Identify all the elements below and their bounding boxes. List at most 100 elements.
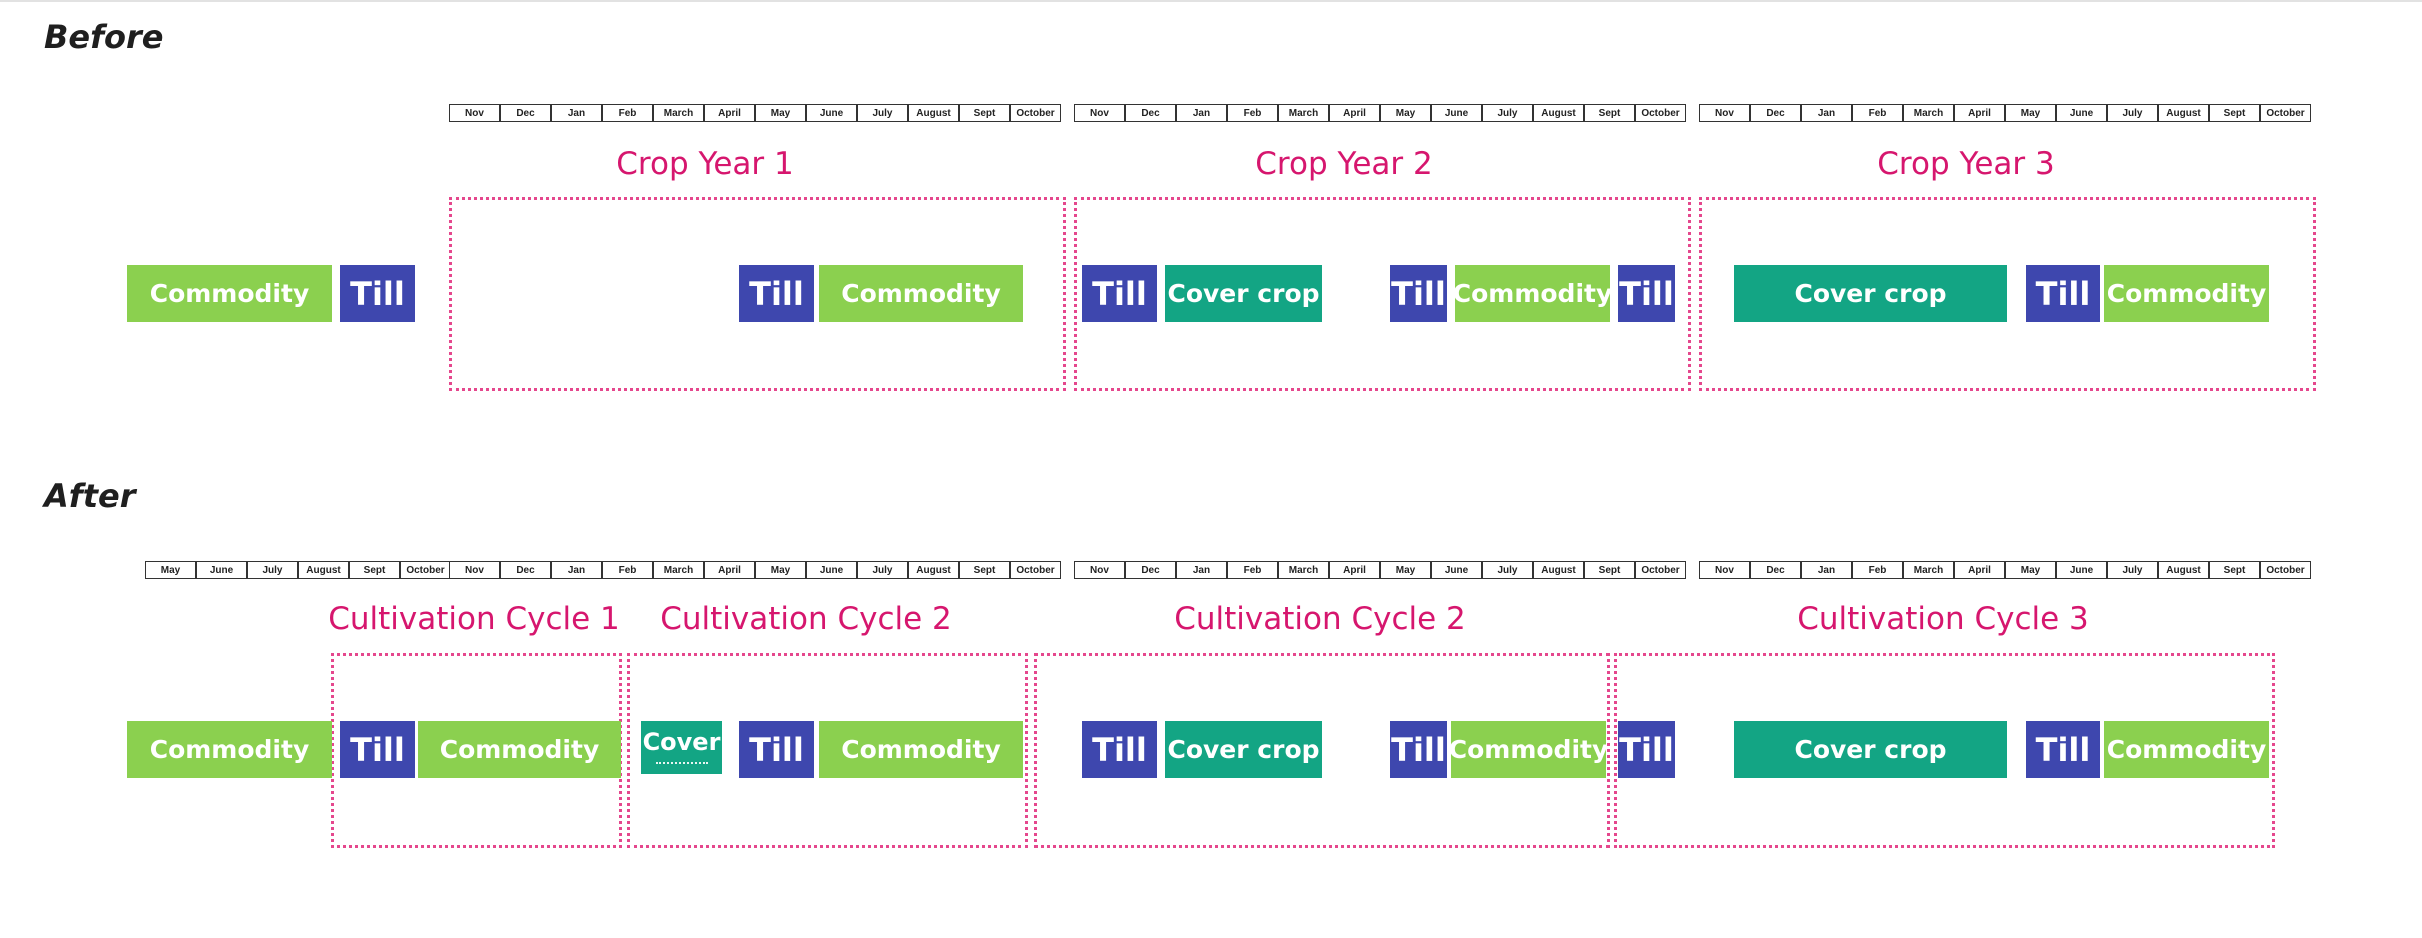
- month-cell: Dec: [500, 561, 551, 579]
- till-block: Till: [739, 265, 814, 322]
- month-cell: Jan: [551, 561, 602, 579]
- month-cell: Feb: [602, 561, 653, 579]
- month-cell: March: [653, 104, 704, 122]
- commodity-block: Commodity: [2104, 721, 2269, 778]
- month-cell: July: [247, 561, 298, 579]
- month-cell: Feb: [1852, 561, 1903, 579]
- cultivation-cycle-3-frame: [1614, 653, 2275, 848]
- crop-year-3-label: Crop Year 3: [1877, 146, 2055, 182]
- month-cell: Sept: [1584, 561, 1635, 579]
- month-cell: May: [145, 561, 196, 579]
- month-cell: October: [1635, 561, 1686, 579]
- till-block: Till: [1618, 265, 1675, 322]
- month-cell: April: [1954, 561, 2005, 579]
- month-cell: October: [400, 561, 451, 579]
- month-cell: August: [1533, 561, 1584, 579]
- commodity-block: Commodity: [819, 265, 1023, 322]
- crop-year-2-label: Crop Year 2: [1255, 146, 1433, 182]
- month-cell: May: [1380, 104, 1431, 122]
- month-cell: August: [1533, 104, 1584, 122]
- cultivation-cycle-2b-frame: [1034, 653, 1610, 848]
- month-cell: Nov: [449, 561, 500, 579]
- month-cell: Sept: [959, 104, 1010, 122]
- month-cell: Nov: [449, 104, 500, 122]
- month-cell: July: [1482, 561, 1533, 579]
- month-cell: June: [2056, 104, 2107, 122]
- month-cell: March: [653, 561, 704, 579]
- month-cell: June: [2056, 561, 2107, 579]
- cover-crop-block: Cover crop: [1734, 721, 2007, 778]
- top-divider: [0, 0, 2422, 2]
- till-block: Till: [1618, 721, 1675, 778]
- month-cell: Jan: [1176, 561, 1227, 579]
- month-cell: Sept: [959, 561, 1010, 579]
- month-cell: May: [755, 104, 806, 122]
- month-cell: March: [1278, 104, 1329, 122]
- cover-block: Cover: [641, 721, 722, 774]
- month-cell: Sept: [2209, 104, 2260, 122]
- month-cell: June: [1431, 561, 1482, 579]
- till-block: Till: [1082, 721, 1157, 778]
- month-cell: April: [1329, 561, 1380, 579]
- month-cell: March: [1903, 104, 1954, 122]
- month-cell: March: [1278, 561, 1329, 579]
- month-cell: October: [1635, 104, 1686, 122]
- month-cell: April: [704, 104, 755, 122]
- till-block: Till: [1390, 265, 1447, 322]
- month-cell: October: [2260, 104, 2311, 122]
- commodity-block: Commodity: [127, 721, 332, 778]
- cultivation-cycle-2-label: Cultivation Cycle 2: [660, 601, 952, 637]
- till-block: Till: [739, 721, 814, 778]
- month-cell: Dec: [1125, 104, 1176, 122]
- cultivation-cycle-2b-label: Cultivation Cycle 2: [1174, 601, 1466, 637]
- month-cell: Dec: [500, 104, 551, 122]
- month-cell: Sept: [349, 561, 400, 579]
- month-cell: April: [1329, 104, 1380, 122]
- month-cell: Sept: [2209, 561, 2260, 579]
- month-cell: August: [298, 561, 349, 579]
- month-cell: August: [2158, 104, 2209, 122]
- month-cell: April: [1954, 104, 2005, 122]
- month-cell: July: [857, 561, 908, 579]
- cover-block-dots: [655, 761, 708, 768]
- till-block: Till: [1390, 721, 1447, 778]
- month-cell: June: [1431, 104, 1482, 122]
- till-block: Till: [2026, 265, 2100, 322]
- month-cell: June: [196, 561, 247, 579]
- crop-year-1-label: Crop Year 1: [616, 146, 794, 182]
- month-cell: April: [704, 561, 755, 579]
- commodity-block: Commodity: [418, 721, 621, 778]
- cover-block-label: Cover: [642, 727, 721, 756]
- month-cell: Nov: [1074, 561, 1125, 579]
- month-cell: Feb: [602, 104, 653, 122]
- month-cell: May: [1380, 561, 1431, 579]
- month-cell: Dec: [1750, 561, 1801, 579]
- cover-crop-block: Cover crop: [1734, 265, 2007, 322]
- month-cell: Dec: [1125, 561, 1176, 579]
- month-cell: Dec: [1750, 104, 1801, 122]
- month-cell: May: [755, 561, 806, 579]
- till-block: Till: [1082, 265, 1157, 322]
- month-cell: Feb: [1227, 104, 1278, 122]
- month-cell: Feb: [1227, 561, 1278, 579]
- month-cell: Jan: [551, 104, 602, 122]
- month-cell: Jan: [1801, 104, 1852, 122]
- commodity-block: Commodity: [127, 265, 332, 322]
- cultivation-cycle-2-frame: [627, 653, 1028, 848]
- till-block: Till: [2026, 721, 2100, 778]
- month-cell: August: [2158, 561, 2209, 579]
- crop-year-2-frame: [1074, 197, 1691, 391]
- cover-crop-block: Cover crop: [1165, 721, 1322, 778]
- month-cell: October: [1010, 104, 1061, 122]
- after-title: After: [44, 477, 136, 515]
- cultivation-cycle-1-label: Cultivation Cycle 1: [328, 601, 620, 637]
- month-cell: March: [1903, 561, 1954, 579]
- crop-year-3-frame: [1699, 197, 2316, 391]
- month-cell: June: [806, 561, 857, 579]
- cultivation-cycle-3-label: Cultivation Cycle 3: [1797, 601, 2089, 637]
